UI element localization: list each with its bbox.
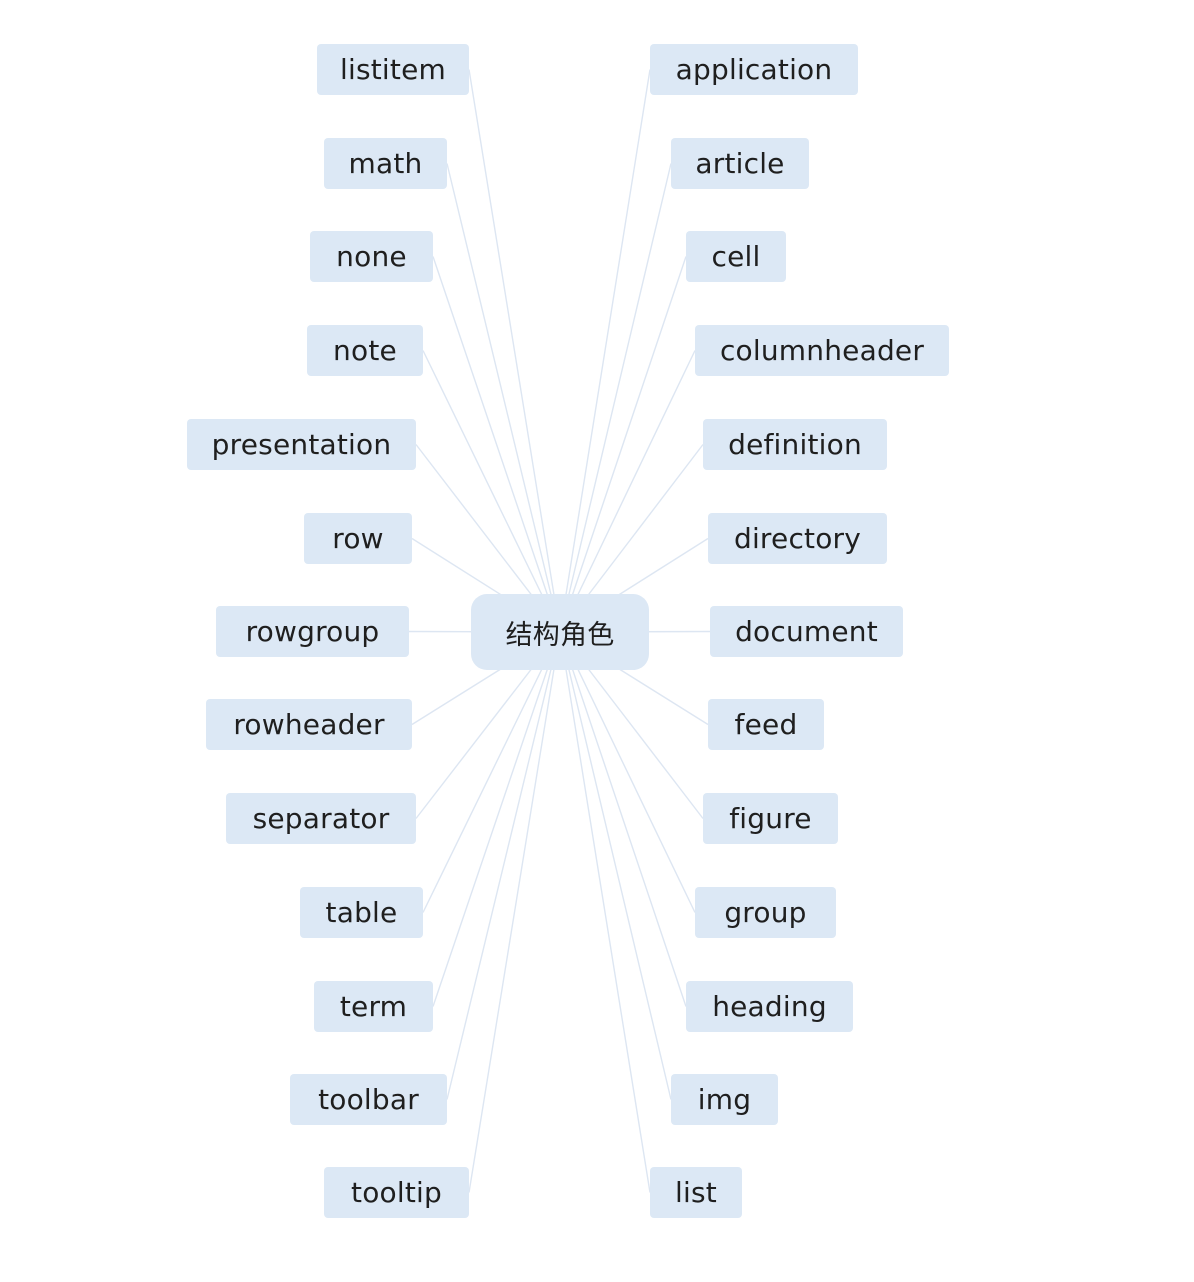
node-label: article (695, 147, 785, 180)
right-node-group: group (695, 887, 836, 938)
node-label: rowheader (233, 708, 385, 741)
node-label: application (675, 53, 833, 86)
connector-line (422, 350, 561, 633)
left-node-tooltip: tooltip (324, 1167, 469, 1218)
node-label: directory (733, 522, 862, 555)
node-label: columnheader (719, 334, 925, 367)
right-node-heading: heading (686, 981, 853, 1032)
left-node-term: term (314, 981, 433, 1032)
left-node-table: table (300, 887, 423, 938)
right-node-list: list (650, 1167, 742, 1218)
center-node: 结构角色 (471, 594, 649, 670)
left-node-toolbar: toolbar (290, 1074, 447, 1125)
right-node-img: img (671, 1074, 778, 1125)
right-node-document: document (710, 606, 903, 657)
connector-line (559, 350, 696, 633)
connector-line (559, 631, 672, 1100)
connector-line (432, 631, 561, 1007)
left-node-none: none (310, 231, 433, 282)
connector-line (559, 69, 651, 633)
node-label: list (675, 1176, 717, 1209)
node-label: note (333, 334, 397, 367)
connector-line (559, 256, 687, 633)
node-label: group (724, 896, 807, 929)
left-node-listitem: listitem (317, 44, 469, 95)
node-label: none (336, 240, 407, 273)
connector-line (422, 631, 561, 913)
connector-line (559, 631, 696, 913)
left-node-rowheader: rowheader (206, 699, 412, 750)
right-node-cell: cell (686, 231, 786, 282)
node-label: heading (712, 990, 827, 1023)
node-label: table (325, 896, 398, 929)
node-label: definition (728, 428, 862, 461)
node-label: separator (252, 802, 390, 835)
connector-line (432, 256, 561, 633)
node-label: cell (711, 240, 761, 273)
left-node-rowgroup: rowgroup (216, 606, 409, 657)
node-label: math (348, 147, 423, 180)
node-label: listitem (340, 53, 446, 86)
node-label: img (697, 1083, 752, 1116)
node-label: presentation (211, 428, 392, 461)
connector-line (559, 631, 651, 1193)
node-label: rowgroup (245, 615, 380, 648)
right-node-directory: directory (708, 513, 887, 564)
center-node-label: 结构角色 (505, 619, 615, 651)
node-label: row (332, 522, 384, 555)
left-node-math: math (324, 138, 447, 189)
right-node-columnheader: columnheader (695, 325, 949, 376)
left-node-row: row (304, 513, 412, 564)
node-label: document (735, 615, 878, 648)
node-label: feed (734, 708, 798, 741)
node-label: toolbar (318, 1083, 419, 1116)
node-label: tooltip (351, 1176, 442, 1209)
connector-line (468, 631, 561, 1193)
left-node-presentation: presentation (187, 419, 416, 470)
right-node-definition: definition (703, 419, 887, 470)
right-node-feed: feed (708, 699, 824, 750)
connector-line (446, 631, 561, 1100)
connector-line (446, 163, 561, 633)
right-node-article: article (671, 138, 809, 189)
node-label: term (339, 990, 408, 1023)
left-node-separator: separator (226, 793, 416, 844)
right-node-application: application (650, 44, 858, 95)
left-node-note: note (307, 325, 423, 376)
right-node-figure: figure (703, 793, 838, 844)
connector-line (468, 69, 561, 633)
connector-line (559, 631, 687, 1007)
node-label: figure (729, 802, 812, 835)
connector-line (559, 163, 672, 633)
